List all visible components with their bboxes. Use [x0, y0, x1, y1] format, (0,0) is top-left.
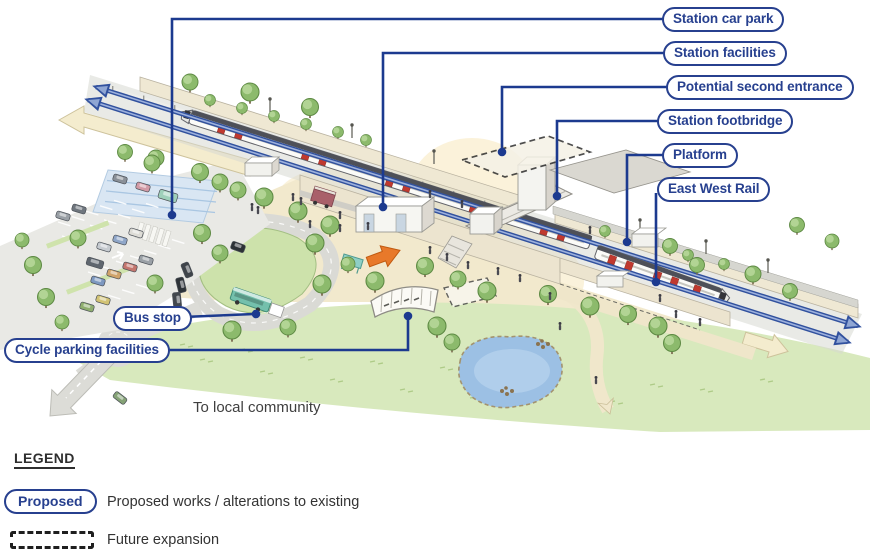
- railway-track: [84, 96, 852, 346]
- leader-station-car-park: [170, 17, 700, 215]
- platform-shelter: [243, 156, 281, 177]
- legend-heading: LEGEND: [14, 450, 75, 469]
- callout-cycle-parking-facilities: Cycle parking facilities: [4, 338, 170, 363]
- platform-shelter: [630, 227, 668, 248]
- callout-platform: Platform: [662, 143, 738, 168]
- trees: [14, 73, 840, 355]
- forecourt-features: [229, 185, 498, 319]
- callout-station-car-park: Station car park: [662, 7, 785, 32]
- legend-future-expansion-symbol: [10, 531, 94, 549]
- legend-future-expansion-description: Future expansion: [107, 532, 220, 548]
- callout-east-west-rail: East West Rail: [657, 177, 771, 202]
- legend-proposed-symbol: Proposed: [4, 489, 97, 514]
- railway-track: [92, 83, 862, 330]
- parked-cars: [55, 173, 246, 405]
- pond: [457, 335, 563, 409]
- legend-proposed-description: Proposed works / alterations to existing: [107, 494, 360, 510]
- rail-arrow-icon: [92, 83, 111, 99]
- callout-potential-second-entrance: Potential second entrance: [666, 75, 854, 100]
- bus: [229, 287, 272, 313]
- leader-station-footbridge: [555, 119, 700, 196]
- callout-station-footbridge: Station footbridge: [657, 109, 794, 134]
- entrance-arrow-icon: [365, 245, 401, 268]
- leader-station-facilities: [381, 51, 700, 207]
- leader-cycle-parking: [100, 316, 410, 352]
- cycle-parking-structure: [370, 286, 439, 318]
- callout-bus-stop: Bus stop: [113, 306, 192, 331]
- station-illustration: [0, 17, 870, 432]
- train: [594, 245, 731, 305]
- leader-dots: [167, 147, 661, 321]
- lift-tower: [468, 206, 504, 235]
- far-entrance-roof: [548, 149, 692, 194]
- platform-shelter: [595, 270, 632, 288]
- food-truck: [310, 185, 337, 209]
- rail-arrow-icon: [843, 314, 862, 330]
- people: [250, 190, 702, 385]
- callout-station-facilities: Station facilities: [663, 41, 787, 66]
- route-arrow-pond-icon: [596, 397, 614, 415]
- bus-shelter: [267, 302, 285, 319]
- leader-potential-second-entrance: [500, 85, 700, 152]
- to-local-community-label: To local community: [193, 399, 321, 416]
- rail-arrow-icon: [84, 96, 103, 112]
- car-park: [0, 160, 270, 350]
- aisle-arrow-icon: [111, 250, 125, 260]
- reeds: [500, 339, 550, 396]
- station-building: [354, 196, 436, 233]
- rail-arrow-icon: [833, 330, 852, 346]
